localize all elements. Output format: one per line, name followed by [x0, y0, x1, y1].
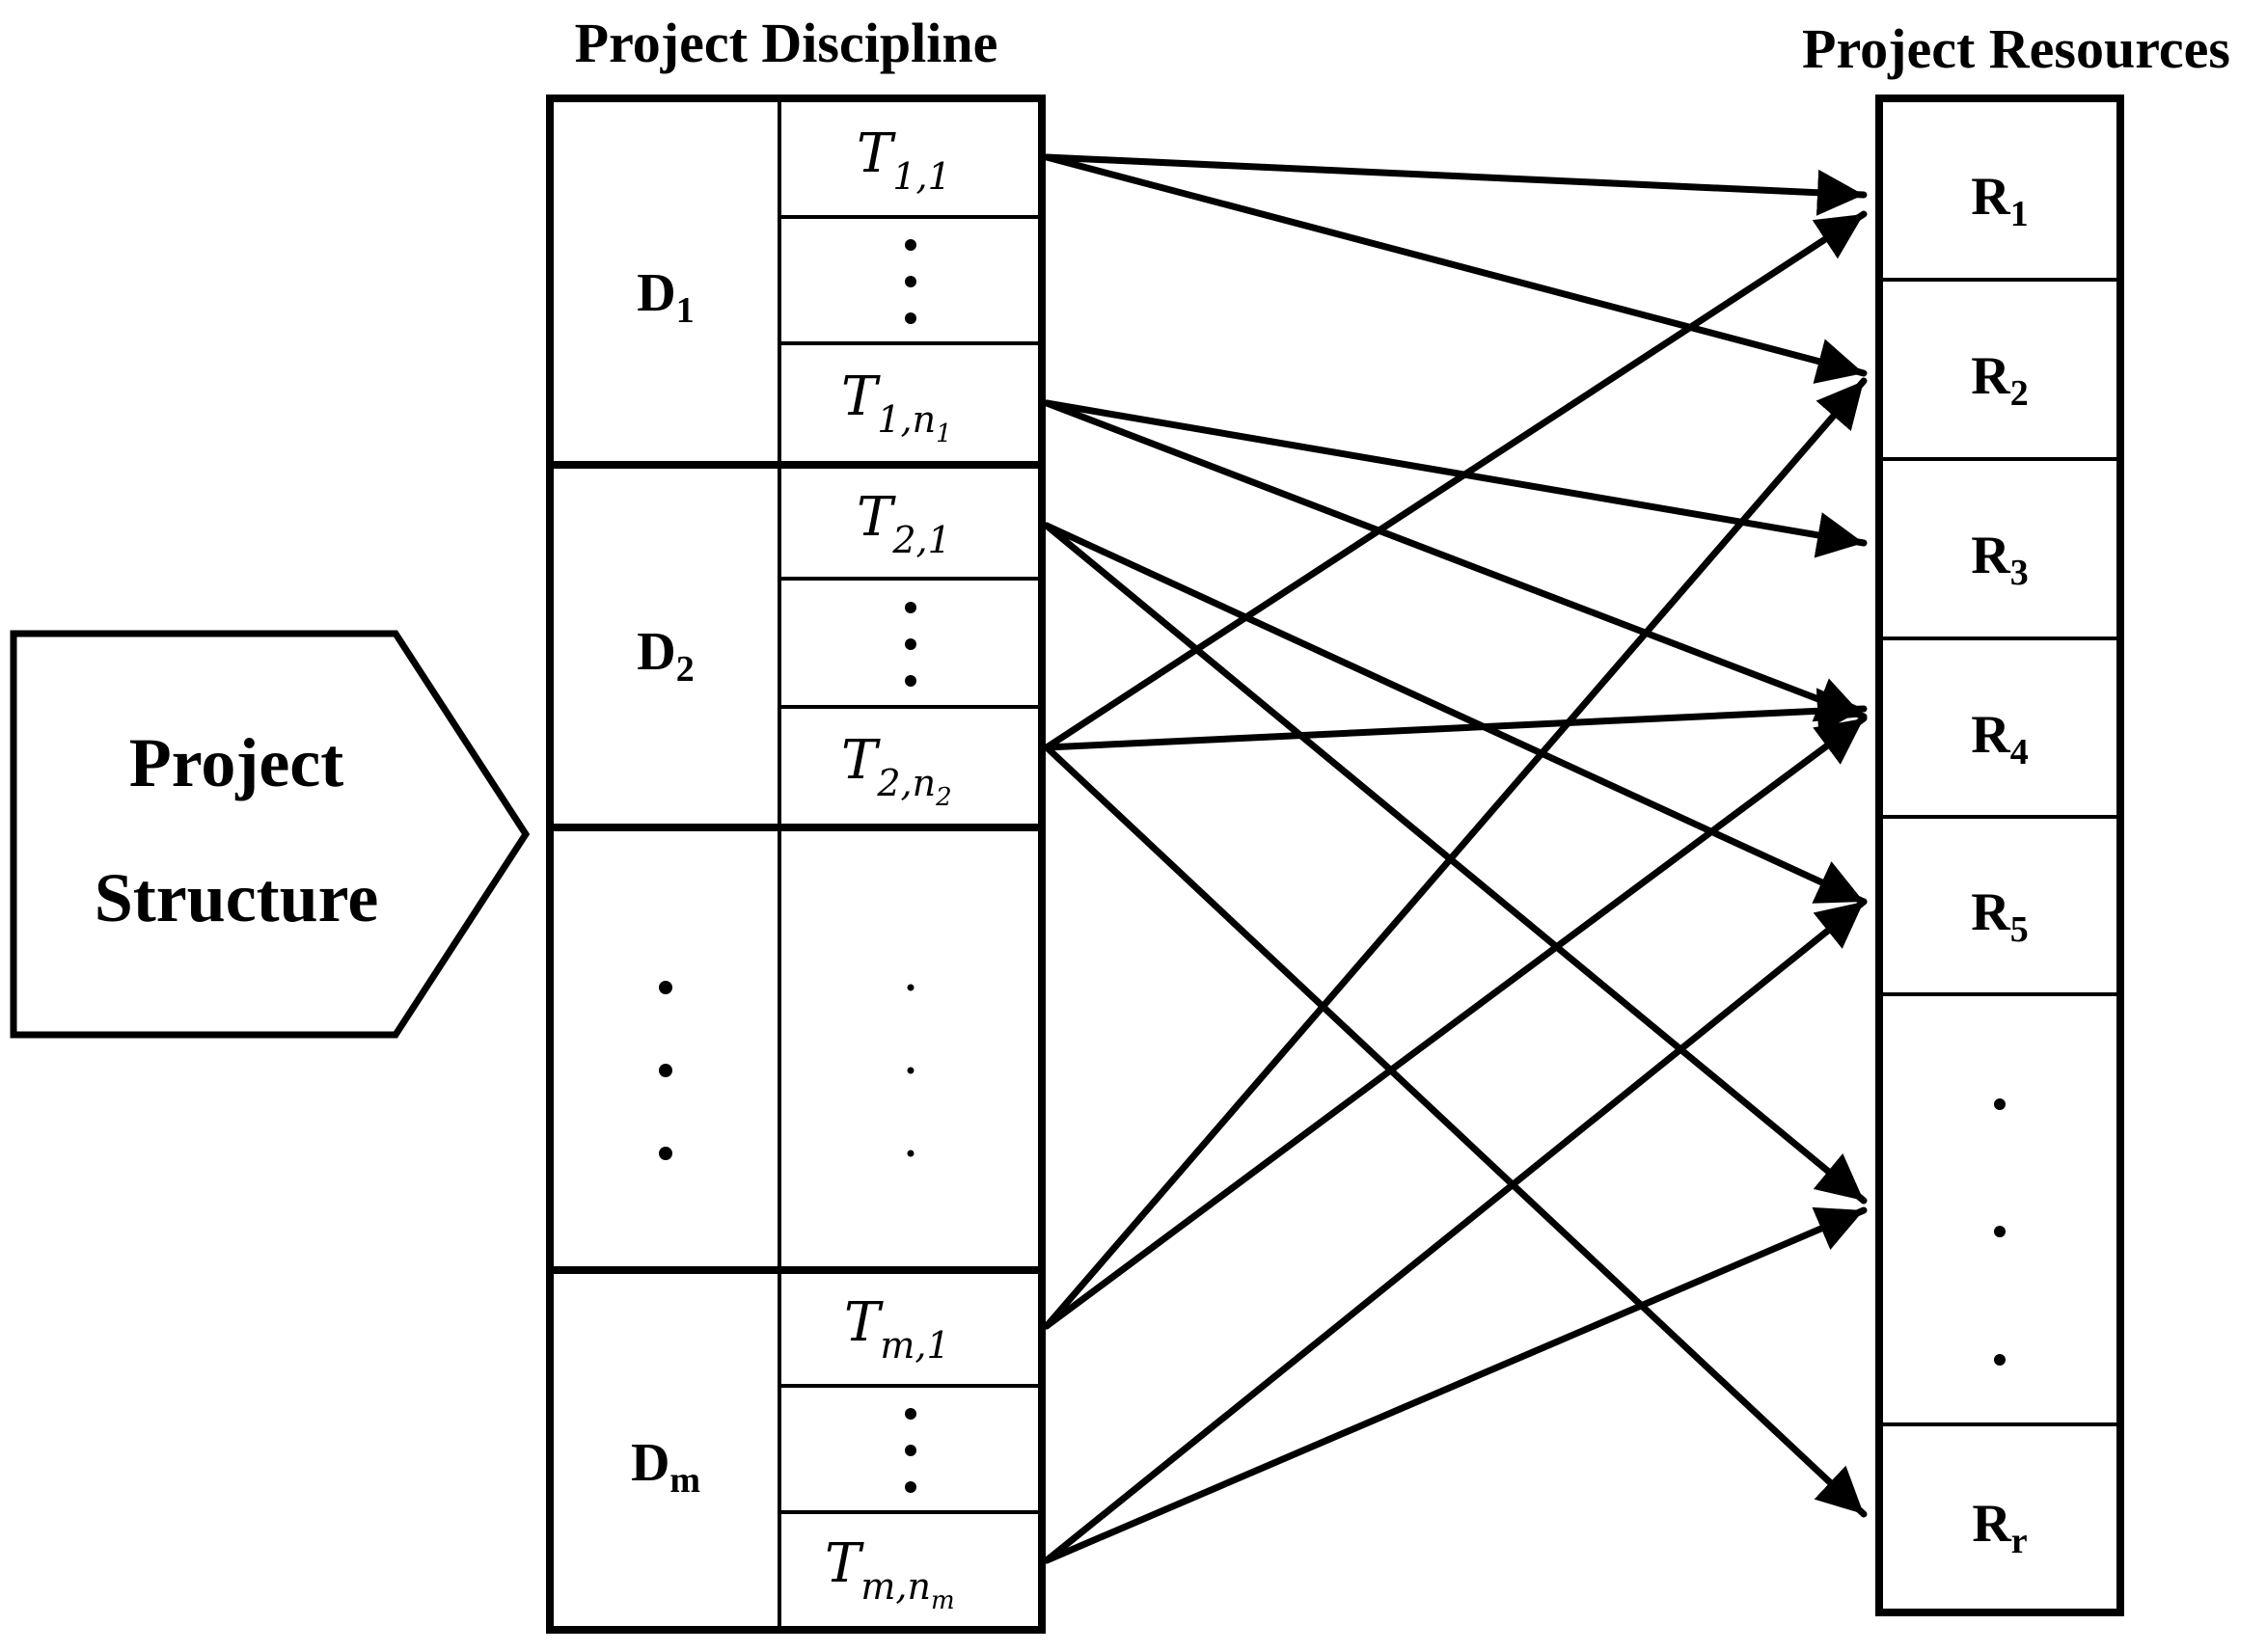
resource-label-r5: R5	[1971, 882, 2028, 950]
task-label-t21: T2,1	[857, 486, 951, 561]
discipline-table: D1 D2 Dm T1,1 T1,n1 T2,1 T2,n2 Tm,1 Tm,n…	[546, 95, 1046, 1634]
task-gap-ellipsis	[907, 984, 915, 1157]
arrow-tmnm-r5	[1043, 898, 1868, 1564]
discipline-header: Project Discipline	[575, 12, 998, 74]
task-ellipsis-d1	[905, 239, 916, 324]
task-ellipsis-dm	[905, 1408, 916, 1493]
resource-label-r1: R1	[1971, 167, 2028, 234]
discipline-label-d1: D1	[637, 263, 694, 331]
resource-label-rr: Rr	[1972, 1494, 2027, 1561]
resources-table: R1 R2 R3 R4 R5 Rr	[1875, 95, 2124, 1616]
arrow-tm1-r2	[1043, 377, 1868, 1330]
arrow-tm1-r4	[1043, 715, 1868, 1330]
project-structure-line2: Structure	[95, 859, 379, 936]
discipline-label-dm: Dm	[631, 1433, 700, 1501]
arrow-t11-r2	[1043, 153, 1868, 384]
resource-label-r2: R2	[1971, 346, 2028, 414]
arrow-t2n2-rr	[1043, 744, 1868, 1518]
task-label-t2n2: T2,n2	[841, 729, 952, 812]
task-label-t11: T1,1	[857, 122, 951, 198]
project-structure-line1: Project	[129, 724, 344, 801]
project-structure-block: Project Structure	[10, 630, 531, 1039]
task-label-t1n1: T1,n1	[841, 366, 952, 448]
task-label-tm1: Tm,1	[844, 1291, 950, 1367]
arrow-t1n1-r3	[1043, 399, 1868, 558]
arrow-t2n2-r4	[1043, 688, 1868, 751]
resources-header: Project Resources	[1802, 17, 2230, 80]
arrow-t11-r1	[1043, 153, 1868, 216]
discipline-label-d2: D2	[637, 622, 694, 690]
discipline-gap-ellipsis	[659, 981, 672, 1160]
arrow-t2n2-r1	[1043, 210, 1868, 751]
task-label-tmnm: Tm,nm	[825, 1532, 955, 1615]
resource-gap-ellipsis	[1994, 1098, 2006, 1366]
task-ellipsis-d2	[905, 602, 916, 687]
arrow-t21-rgap	[1043, 522, 1868, 1205]
arrow-t21-r5	[1043, 522, 1868, 906]
resource-label-r4: R4	[1971, 705, 2028, 772]
connection-arrows	[1043, 153, 1868, 1564]
arrow-t1n1-r4	[1043, 399, 1868, 722]
arrow-tmnm-rgap	[1043, 1206, 1868, 1564]
resource-label-r3: R3	[1971, 526, 2028, 593]
